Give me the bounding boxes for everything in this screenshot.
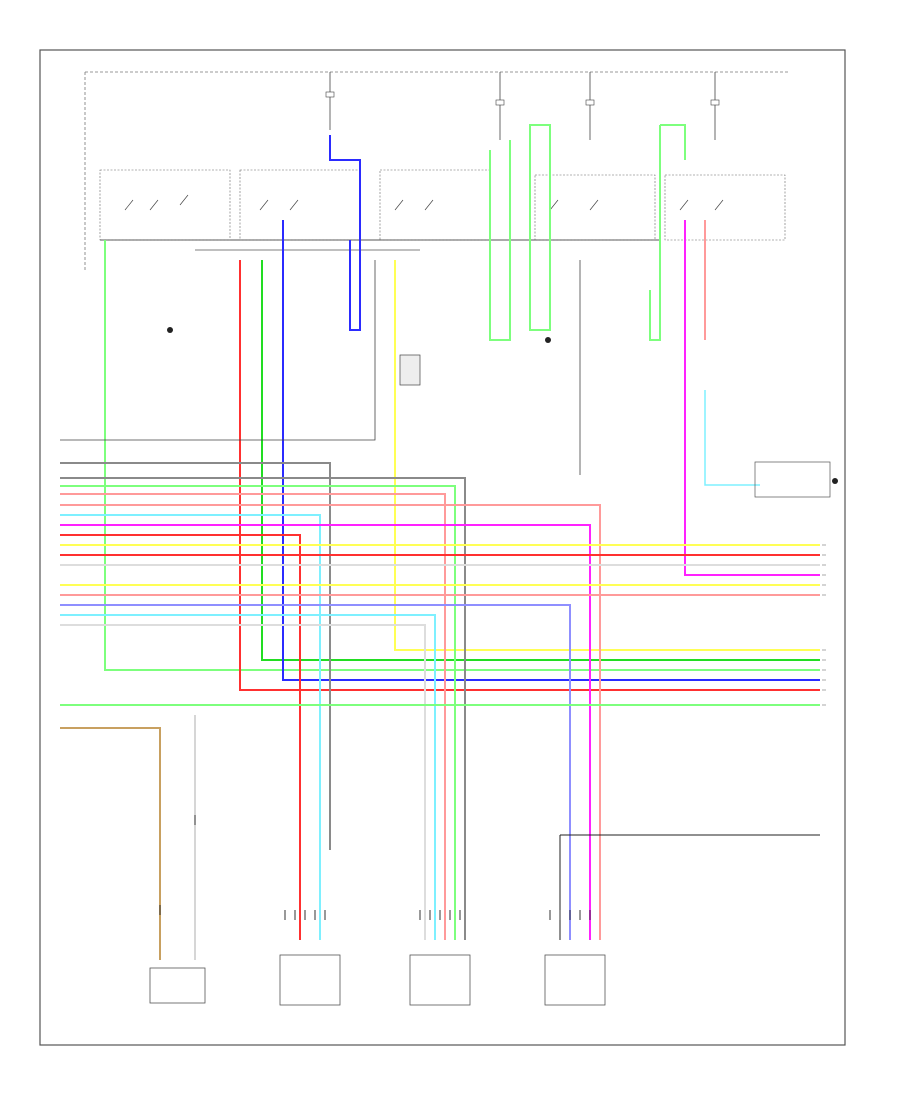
ground-g2: [545, 337, 551, 343]
diagram-frame: [39, 49, 846, 1046]
wire-light-green-1: [104, 240, 820, 671]
wire-green-loop-2: [649, 124, 686, 341]
ac-compressor-relay-box: [399, 354, 421, 386]
ac-compressor-clutch-box: [754, 461, 831, 498]
front-passenger-door-lock-motor-box: [409, 954, 471, 1006]
rear-right-door-lock-motor-box: [544, 954, 606, 1006]
right-terminal-ticks: [822, 544, 826, 706]
connector-pins: [159, 815, 591, 920]
fuse-taps: [329, 72, 716, 140]
bottom-components: [149, 954, 606, 1006]
wire-magenta-1: [684, 220, 820, 576]
ground-symbols: [167, 327, 838, 484]
passenger-door-mirror-motor-box: [279, 954, 341, 1006]
wire-tan: [60, 727, 161, 960]
wire-light-blue-ac: [704, 390, 760, 486]
wire-yellow-1: [394, 260, 820, 651]
wire-blue-1: [282, 220, 820, 681]
harness-bundle: [60, 462, 820, 940]
ground-g3: [832, 478, 838, 484]
wire-green-loop-1: [529, 124, 551, 331]
relay-contacts: [124, 194, 724, 211]
wire-green-loop-3: [489, 140, 511, 341]
relay-boxes: [99, 169, 786, 241]
rear-left-door-mirror-motor-box: [149, 967, 206, 1004]
wire-black-left: [60, 260, 376, 441]
ground-g1: [167, 327, 173, 333]
wire-green-1: [261, 260, 820, 661]
wire-red-1: [239, 260, 820, 691]
fuse-symbols: [325, 91, 720, 106]
wire-blue-loop: [329, 135, 361, 331]
